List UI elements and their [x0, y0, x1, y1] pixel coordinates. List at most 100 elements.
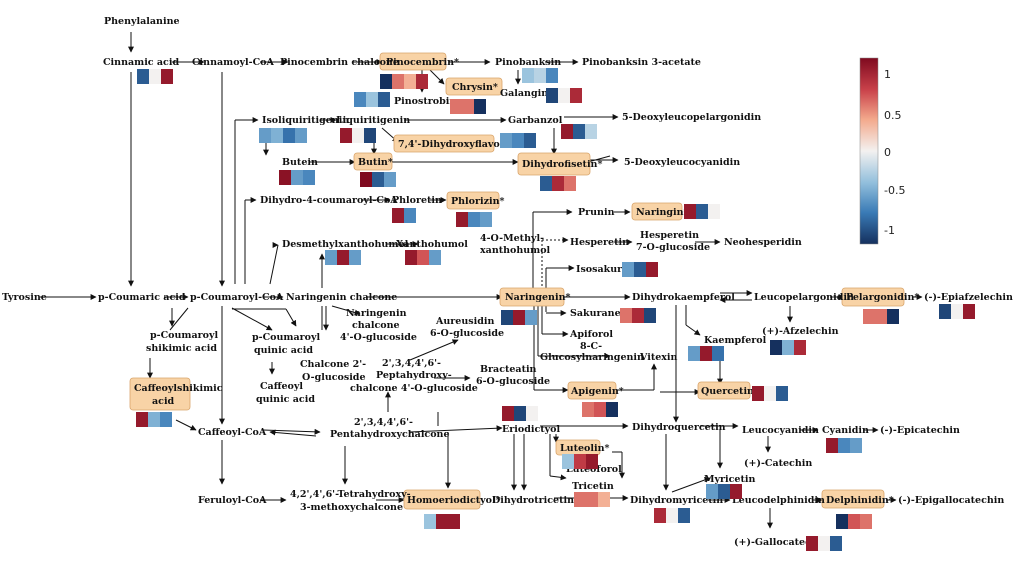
node-peptahydroxy-1: 2',3,4,4',6'- — [382, 358, 441, 369]
heatmap-cell — [354, 92, 366, 107]
heatmap-cell — [598, 492, 610, 507]
heatmap-cell — [450, 99, 462, 114]
node-pinostrobin: Pinostrobin — [394, 96, 456, 107]
node-tetrahydroxy-2: 3-methoxychalcone — [300, 502, 403, 513]
node-vitexin: Vitexin — [639, 352, 678, 363]
node-deoxyleucopelargonidin: 5-Deoxyleucopelargonidin — [622, 112, 761, 123]
heatmap-cell — [776, 386, 788, 401]
node-butin: Butin* — [358, 157, 393, 168]
heatmap-cell — [951, 304, 963, 319]
node-bracteatin-1: Bracteatin — [480, 364, 537, 375]
heatmap-phlorizin — [456, 212, 492, 227]
heatmap-cell — [561, 124, 573, 139]
arrows — [40, 32, 923, 529]
node-bracteatin-2: 6-O-glucoside — [476, 376, 550, 387]
heatmap-cell — [534, 68, 546, 83]
node-pentahydroxy-1: 2',3,4,4',6'- — [354, 417, 413, 428]
heatmap-cell — [887, 309, 899, 324]
heatmap-xanthohumol — [405, 250, 441, 265]
node-pentahydroxy-2: Pentahydroxychalcone — [330, 429, 450, 440]
heatmap-cell — [279, 170, 291, 185]
heatmap-cell — [546, 88, 558, 103]
heatmap-pinocembrin — [380, 74, 428, 89]
heatmap-cell — [380, 74, 392, 89]
heatmap-cell — [570, 88, 582, 103]
heatmaps — [136, 68, 975, 551]
heatmap-cell — [513, 310, 525, 325]
node-aureusidin-1: Aureusidin — [435, 316, 494, 327]
node-pinobanksin: Pinobanksin — [495, 57, 561, 68]
heatmap-dihydrofisetin — [540, 176, 576, 191]
heatmap-cell — [562, 454, 574, 469]
heatmap-cell — [295, 128, 307, 143]
heatmap-cell — [782, 340, 794, 355]
node-naringenin-chalcone-glc-2: chalcone — [352, 320, 400, 331]
node-luteolin: Luteolin* — [560, 443, 609, 454]
heatmap-dihydroxyflavone — [500, 133, 536, 148]
heatmap-cell — [392, 208, 404, 223]
node-eriodictyol: Eriodictyol — [502, 424, 560, 435]
heatmap-cell — [586, 492, 598, 507]
node-caffeoylshikimic-1: Caffeoylshikimic — [134, 383, 223, 394]
heatmap-cell — [620, 308, 632, 323]
heatmap-cell — [160, 412, 172, 427]
colorbar-tick-1: 1 — [884, 68, 891, 81]
node-apiforol: Apiforol — [569, 329, 613, 340]
heatmap-cell — [696, 204, 708, 219]
heatmap-cell — [688, 346, 700, 361]
heatmap-cell — [392, 74, 404, 89]
node-aureusidin-2: 6-O-glucoside — [430, 328, 504, 339]
node-pinocembrin-chalcone: Pinocembrin chalcone — [280, 57, 399, 68]
heatmap-cell — [594, 402, 606, 417]
heatmap-cell — [512, 133, 524, 148]
heatmap-cell — [360, 172, 372, 187]
heatmap-cell — [424, 514, 436, 529]
heatmap-cell — [860, 514, 872, 529]
heatmap-dihydromyricetin — [654, 508, 690, 523]
heatmap-cell — [848, 514, 860, 529]
node-isosakuranetin: Isosakuranetin — [576, 264, 656, 275]
heatmap-cell — [708, 204, 720, 219]
heatmap-cell — [818, 536, 830, 551]
heatmap-cell — [700, 346, 712, 361]
node-phlorizin: Phlorizin* — [451, 196, 505, 207]
node-butein: Butein — [282, 157, 318, 168]
node-caffeoylshikimic-2: acid — [152, 396, 175, 407]
heatmap-cell — [137, 69, 149, 84]
node-hesperetin-glc-2: 7-O-glucoside — [636, 242, 710, 253]
heatmap-afzelechin — [770, 340, 806, 355]
heatmap-cell — [606, 402, 618, 417]
heatmap-garbanzol — [561, 124, 597, 139]
heatmap-quercetin — [752, 386, 788, 401]
heatmap-cell — [436, 514, 448, 529]
heatmap-cell — [340, 128, 352, 143]
heatmap-cell — [259, 128, 271, 143]
heatmap-pelargonidin — [863, 309, 899, 324]
node-pinobanksin-acetate: Pinobanksin 3-acetate — [582, 57, 701, 68]
heatmap-cell — [574, 454, 586, 469]
heatmap-cell — [325, 250, 337, 265]
node-glucosylnaringenin-1: 8-C- — [580, 341, 602, 352]
node-labels: Phenylalanine Cinnamic acid Cinnamoyl-Co… — [2, 16, 1013, 548]
heatmap-gallocatechin — [806, 536, 842, 551]
node-chalcone2-glc-1: Chalcone 2'- — [300, 359, 366, 370]
heatmap-cell — [564, 176, 576, 191]
node-neohesperidin: Neohesperidin — [724, 237, 802, 248]
node-tetrahydroxy-1: 4,2',4',6'-Tetrahydroxy- — [290, 489, 411, 500]
node-caffeoyl-quinic-2: quinic acid — [256, 394, 315, 405]
heatmap-chrysin — [450, 99, 486, 114]
node-naringenin-chalcone-glc-1: Naringenin — [346, 308, 407, 319]
node-naringenin: Naringenin* — [505, 292, 570, 303]
colorbar: 1 0.5 0 -0.5 -1 — [859, 57, 905, 245]
heatmap-cell — [303, 170, 315, 185]
heatmap-cell — [524, 133, 536, 148]
heatmap-cell — [552, 176, 564, 191]
node-desmethylxanthohumol: Desmethylxanthohumol — [282, 239, 409, 250]
node-caffeoyl-quinic-1: Caffeoyl — [260, 381, 303, 392]
heatmap-eriodictyol — [502, 406, 538, 421]
node-naringenin-chalcone: Naringenin chalcone — [286, 292, 397, 303]
node-leucocyanidin: Leucocyanidin — [742, 425, 819, 436]
heatmap-myricetin — [706, 484, 742, 499]
heatmap-caffeoylshikimic — [136, 412, 172, 427]
heatmap-cell — [352, 128, 364, 143]
